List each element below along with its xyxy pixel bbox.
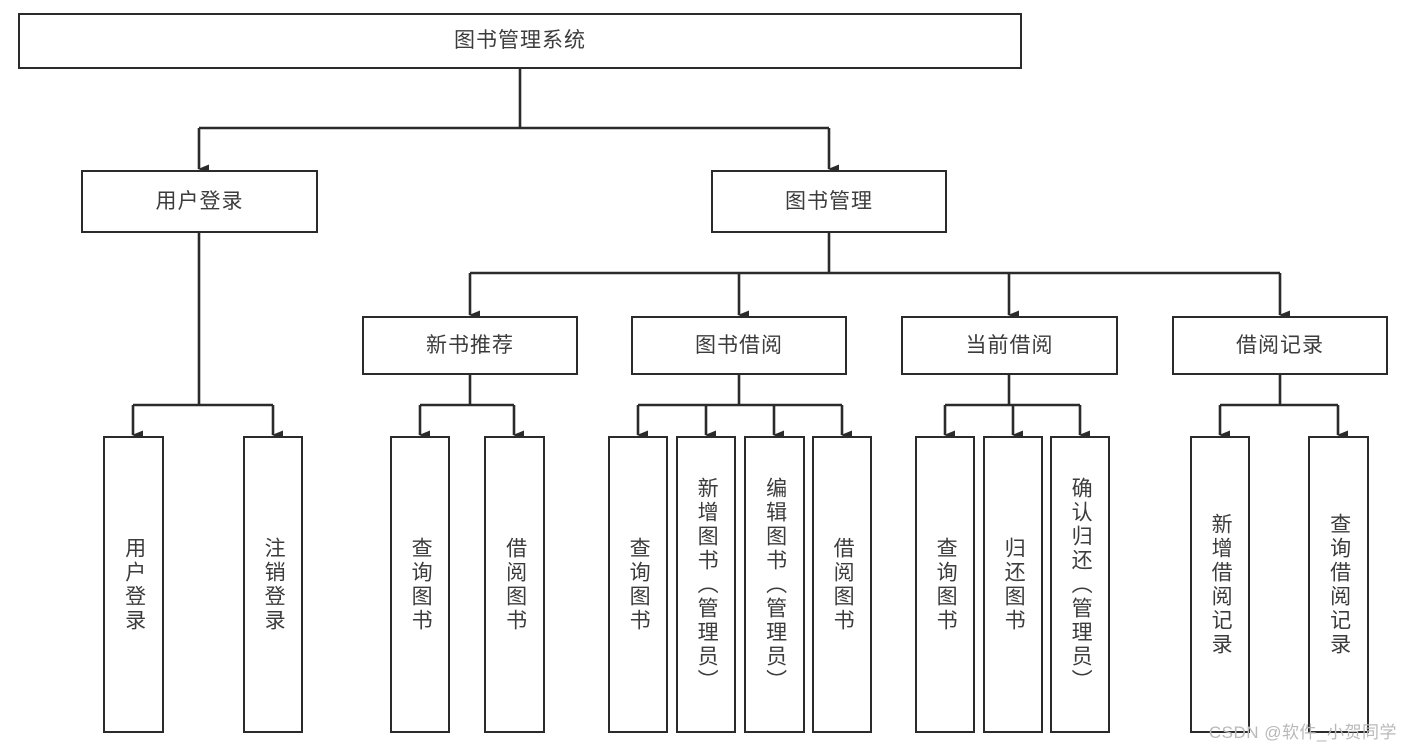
node-label: 用户登录	[122, 536, 146, 633]
node-leaf-cb-return[interactable]: 归还图书	[983, 436, 1043, 733]
node-label: 查询图书	[627, 536, 651, 633]
node-book-manage[interactable]: 图书管理	[711, 170, 947, 233]
node-leaf-cb-query[interactable]: 查询图书	[915, 436, 975, 733]
node-label: 确认归还（管理员）	[1069, 476, 1093, 693]
node-label: 查询借阅记录	[1327, 512, 1351, 657]
connector-lines	[131, 69, 1348, 440]
node-label: 查询图书	[934, 536, 958, 633]
node-label: 新增图书（管理员）	[695, 476, 719, 693]
node-root[interactable]: 图书管理系统	[18, 13, 1022, 69]
node-leaf-user-login[interactable]: 用户登录	[103, 436, 164, 733]
node-label: 注销登录	[262, 536, 286, 633]
node-leaf-rec-borrow[interactable]: 借阅图书	[484, 436, 545, 733]
node-label: 借阅图书	[831, 536, 855, 633]
node-label: 新增借阅记录	[1209, 512, 1233, 657]
node-current-borrow[interactable]: 当前借阅	[901, 316, 1118, 375]
node-label: 图书管理系统	[454, 29, 586, 53]
node-label: 新书推荐	[426, 333, 514, 357]
node-label: 借阅图书	[503, 536, 527, 633]
node-leaf-bb-query[interactable]: 查询图书	[608, 436, 668, 733]
node-new-book-rec[interactable]: 新书推荐	[362, 316, 578, 375]
node-leaf-bb-add[interactable]: 新增图书（管理员）	[676, 436, 736, 733]
node-user-login[interactable]: 用户登录	[81, 170, 318, 233]
node-borrow-record[interactable]: 借阅记录	[1172, 316, 1388, 375]
node-label: 图书借阅	[695, 333, 783, 357]
node-leaf-user-logout[interactable]: 注销登录	[243, 436, 303, 733]
node-label: 归还图书	[1002, 536, 1026, 633]
node-label: 图书管理	[785, 189, 873, 213]
node-label: 用户登录	[155, 189, 244, 213]
node-leaf-rec-query[interactable]: 查询图书	[390, 436, 450, 733]
node-leaf-br-query[interactable]: 查询借阅记录	[1308, 436, 1369, 733]
node-label: 当前借阅	[965, 333, 1054, 357]
node-leaf-cb-confirm[interactable]: 确认归还（管理员）	[1050, 436, 1110, 733]
node-label: 编辑图书（管理员）	[763, 476, 787, 693]
node-leaf-bb-borrow[interactable]: 借阅图书	[812, 436, 872, 733]
node-label: 查询图书	[409, 536, 433, 633]
node-book-borrow[interactable]: 图书借阅	[631, 316, 847, 375]
node-leaf-br-add[interactable]: 新增借阅记录	[1190, 436, 1250, 733]
node-leaf-bb-edit[interactable]: 编辑图书（管理员）	[744, 436, 805, 733]
node-label: 借阅记录	[1236, 333, 1324, 357]
